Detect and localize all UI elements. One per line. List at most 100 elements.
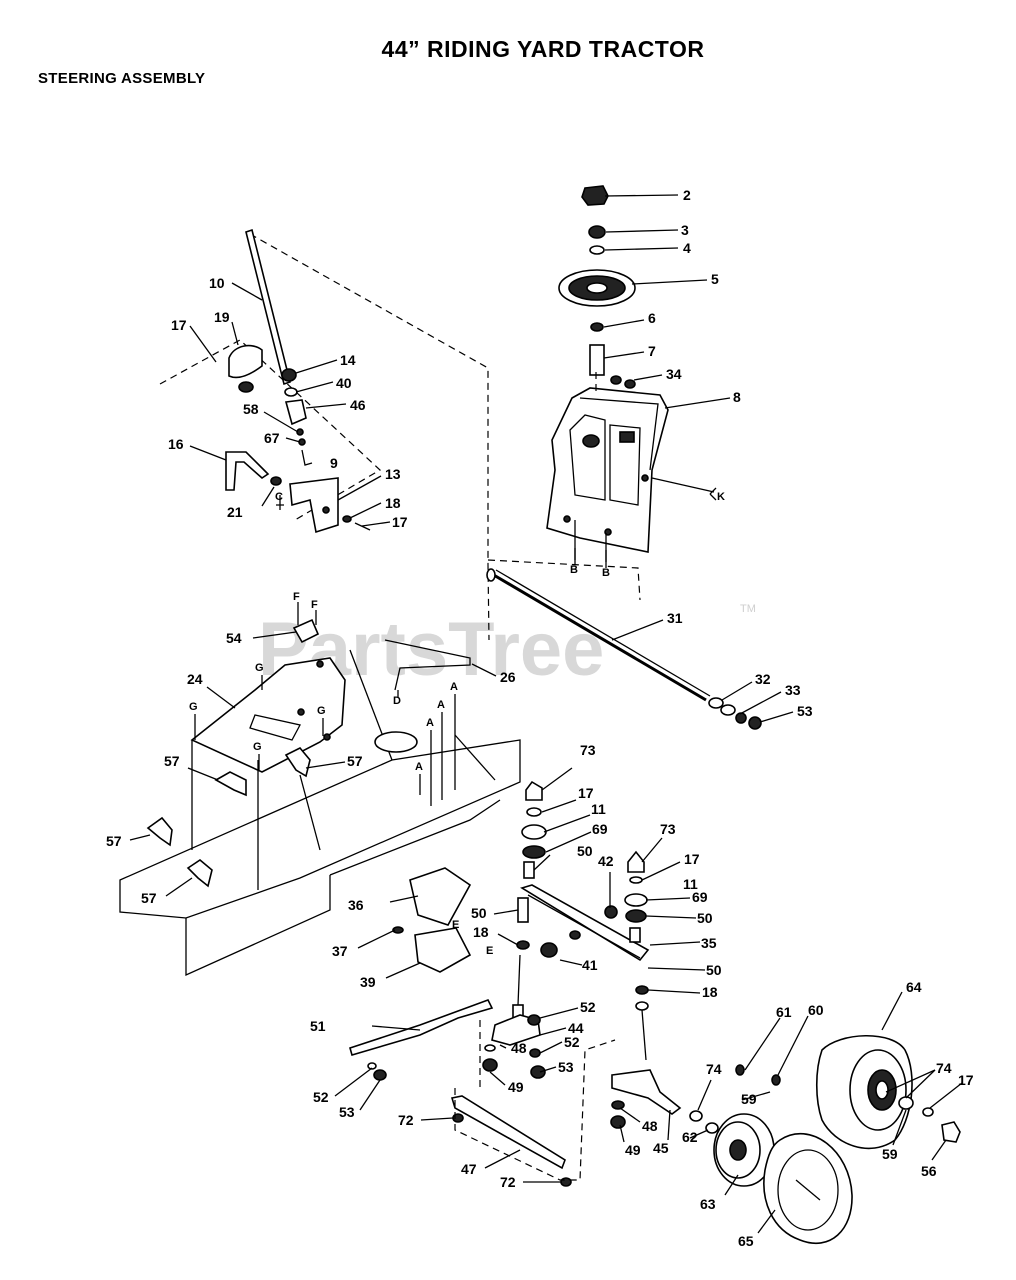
- spacer-3: [629, 927, 641, 943]
- screw-60: [771, 1074, 781, 1086]
- callout-48: 48: [511, 1040, 527, 1056]
- callout-32: 32: [755, 671, 771, 687]
- callout-18: 18: [702, 984, 718, 1000]
- reference-marks: K B B C D E E F F G G G G A A A A: [189, 487, 725, 957]
- lock-nut-4: [610, 1115, 626, 1129]
- clip-72b: [560, 1177, 572, 1187]
- bracket-hole: [322, 506, 330, 514]
- plate-slot: [249, 714, 301, 741]
- rim-hub: [729, 1139, 747, 1161]
- callout-48: 48: [642, 1118, 658, 1134]
- callout-62: 62: [682, 1129, 698, 1145]
- tie-rod-47: [450, 1095, 566, 1170]
- page-title: 44” RIDING YARD TRACTOR: [381, 36, 705, 62]
- callout-53: 53: [797, 703, 813, 719]
- ref-mark-a: A: [450, 681, 458, 693]
- callout-73: 73: [660, 821, 676, 837]
- axle-bracket: [409, 867, 472, 926]
- pivot-bracket: [289, 477, 339, 534]
- tie-rod-end-2: [569, 930, 581, 940]
- steering-wheel-center: [586, 282, 608, 294]
- callout-17: 17: [578, 785, 594, 801]
- console-hole: [582, 434, 600, 448]
- clip-57d: [186, 859, 213, 888]
- console-bolt-hole: [641, 474, 649, 482]
- callout-7: 7: [648, 343, 656, 359]
- tie-rod-group: [486, 568, 794, 730]
- frame-edge: [329, 799, 501, 876]
- washer-5: [521, 824, 547, 840]
- spacer-2: [523, 861, 535, 879]
- ref-mark-f: F: [293, 591, 300, 603]
- callout-51: 51: [310, 1018, 326, 1034]
- callout-57: 57: [141, 890, 157, 906]
- washer-12: [367, 1062, 377, 1070]
- washer-9: [529, 1048, 541, 1058]
- frame-line-2: [454, 734, 496, 781]
- callout-49: 49: [508, 1079, 524, 1095]
- washer-74: [689, 1110, 703, 1122]
- callout-4: 4: [683, 240, 691, 256]
- ref-mark-a: A: [415, 761, 423, 773]
- callout-59: 59: [741, 1091, 757, 1107]
- callout-57: 57: [347, 753, 363, 769]
- callout-17: 17: [684, 851, 700, 867]
- ref-mark-e: E: [452, 919, 459, 931]
- callout-74: 74: [706, 1061, 722, 1077]
- main-frame: [119, 739, 521, 919]
- console-opening: [619, 431, 635, 443]
- console-edge: [579, 397, 659, 471]
- callout-72: 72: [398, 1112, 414, 1128]
- callout-17: 17: [392, 514, 408, 530]
- console-slot-right: [609, 424, 641, 506]
- dashed-route-4: [159, 339, 381, 521]
- nut-42: [604, 905, 618, 919]
- callout-17: 17: [958, 1072, 974, 1088]
- callout-50: 50: [697, 910, 713, 926]
- callout-13: 13: [385, 466, 401, 482]
- nut-2: [527, 1014, 541, 1026]
- callout-16: 16: [168, 436, 184, 452]
- callout-10: 10: [209, 275, 225, 291]
- retaining-ring: [526, 807, 542, 817]
- dust-cap-2: [627, 850, 645, 873]
- callout-44: 44: [568, 1020, 584, 1036]
- ref-mark-g: G: [317, 705, 326, 717]
- callout-5: 5: [711, 271, 719, 287]
- callout-17: 17: [171, 317, 187, 333]
- tie-rod-end: [540, 942, 558, 958]
- spacer: [590, 322, 604, 332]
- ref-mark-g: G: [189, 701, 198, 713]
- callout-49: 49: [625, 1142, 641, 1158]
- callout-47: 47: [461, 1161, 477, 1177]
- cotter-pin: [301, 449, 313, 466]
- bushing: [708, 697, 724, 709]
- callout-42: 42: [598, 853, 614, 869]
- nut: [270, 476, 282, 486]
- retaining-ring-3: [922, 1107, 934, 1117]
- console-slot-left: [569, 414, 606, 501]
- bushing-3: [635, 985, 649, 995]
- callout-18: 18: [385, 495, 401, 511]
- hub-cap: [941, 1121, 961, 1143]
- section-title: STEERING ASSEMBLY: [38, 70, 206, 87]
- callout-50: 50: [471, 905, 487, 921]
- bearing: [238, 381, 254, 393]
- callout-11: 11: [591, 801, 606, 817]
- dash-console: [546, 387, 669, 553]
- ref-mark-k: K: [717, 491, 725, 503]
- callout-37: 37: [332, 943, 348, 959]
- clip-57c: [146, 816, 173, 847]
- dashed-route-1: [249, 233, 490, 641]
- callout-61: 61: [776, 1004, 792, 1020]
- watermark-tm: TM: [740, 603, 756, 615]
- steering-column-group: [546, 185, 731, 568]
- grease-fitting: [735, 1064, 745, 1076]
- callout-14: 14: [340, 352, 356, 368]
- axle-group: [334, 767, 706, 1187]
- callout-57: 57: [106, 833, 122, 849]
- callout-72: 72: [500, 1174, 516, 1190]
- steering-shaft: [245, 228, 291, 386]
- frame-side: [185, 875, 331, 977]
- ref-arrow-c: [276, 495, 284, 510]
